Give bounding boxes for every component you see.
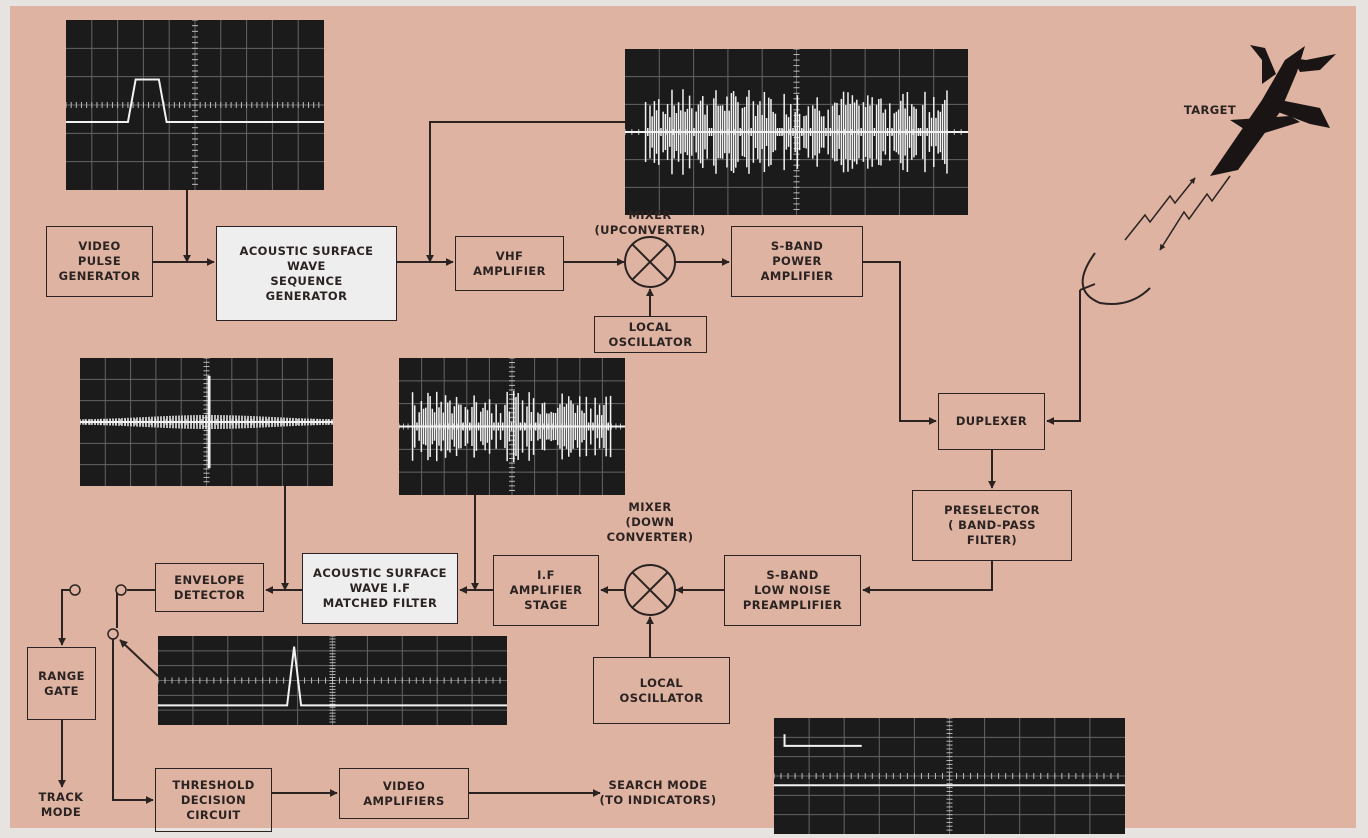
- track-mode-label: TRACK MODE: [21, 790, 101, 820]
- duplexer: DUPLEXER: [938, 393, 1045, 450]
- if-amplifier-stage: I.F AMPLIFIER STAGE: [493, 555, 599, 626]
- scope-detected-output: [158, 636, 507, 725]
- scope-received-sequence: [399, 358, 625, 495]
- acoustic-surface-wave-matched-filter: ACOUSTIC SURFACE WAVE I.F MATCHED FILTER: [302, 553, 458, 624]
- s-band-power-amplifier: S-BAND POWER AMPLIFIER: [731, 226, 863, 297]
- video-pulse-generator: VIDEO PULSE GENERATOR: [46, 226, 153, 297]
- scope-transmit-sequence: [625, 49, 968, 215]
- video-amplifiers: VIDEO AMPLIFIERS: [339, 768, 469, 819]
- range-gate: RANGE GATE: [27, 647, 96, 720]
- scope-range-display: [774, 718, 1125, 834]
- local-oscillator-bottom: LOCAL OSCILLATOR: [593, 657, 730, 724]
- mixer-downconverter-label: MIXER (DOWN CONVERTER): [590, 500, 710, 545]
- s-band-low-noise-preamplifier: S-BAND LOW NOISE PREAMPLIFIER: [724, 555, 861, 626]
- scope-video-pulse: [66, 20, 324, 190]
- search-mode-label: SEARCH MODE (TO INDICATORS): [588, 778, 728, 808]
- acoustic-surface-wave-sequence-generator: ACOUSTIC SURFACE WAVE SEQUENCE GENERATOR: [216, 226, 397, 321]
- target-label: TARGET: [1170, 103, 1250, 118]
- vhf-amplifier: VHF AMPLIFIER: [455, 236, 564, 291]
- envelope-detector: ENVELOPE DETECTOR: [155, 563, 264, 612]
- scope-compressed-pulse: [80, 358, 333, 486]
- local-oscillator-top: LOCAL OSCILLATOR: [594, 316, 707, 353]
- threshold-decision-circuit: THRESHOLD DECISION CIRCUIT: [155, 768, 272, 832]
- mixer-upconverter-label: MIXER (UPCONVERTER): [575, 208, 725, 238]
- preselector-band-pass-filter: PRESELECTOR ( BAND-PASS FILTER): [912, 490, 1072, 561]
